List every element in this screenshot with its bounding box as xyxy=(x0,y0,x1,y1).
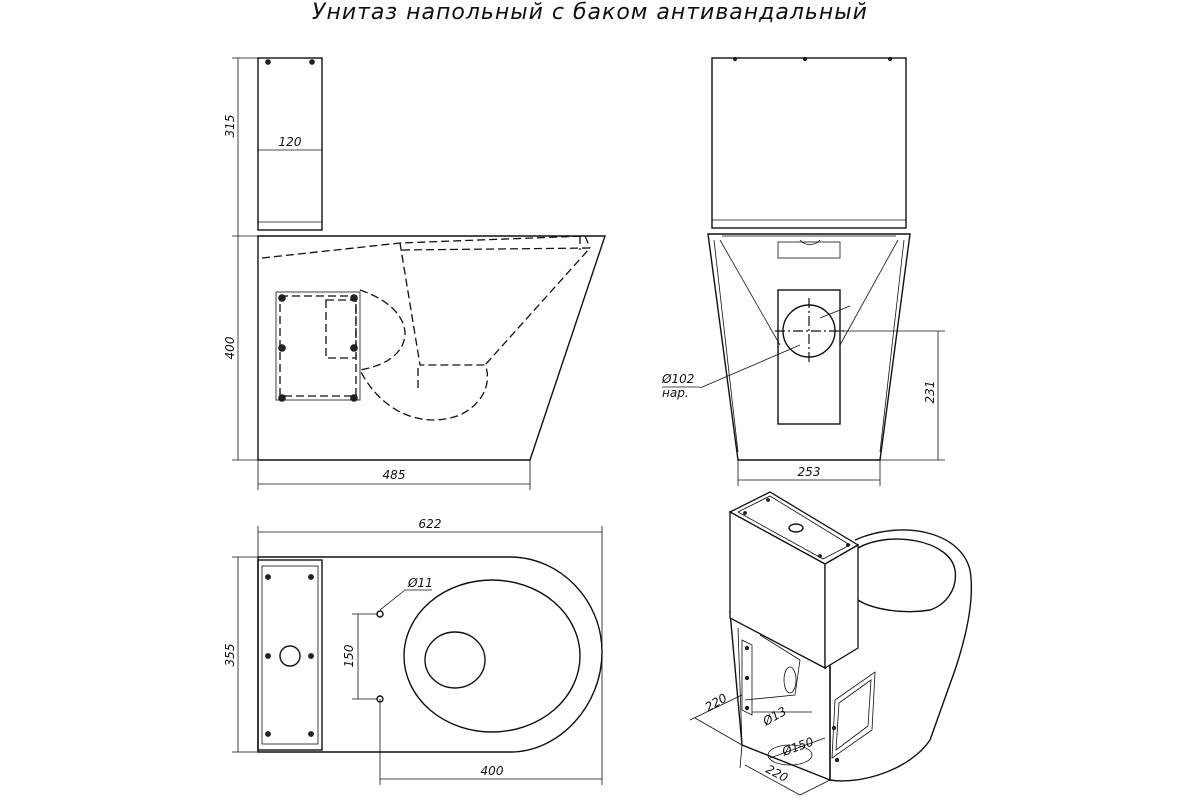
dim-total-width: 355 xyxy=(223,644,237,667)
dim-total-length: 622 xyxy=(419,517,442,531)
dim-outlet-note: нар. xyxy=(662,386,689,400)
dim-bowl-height: 400 xyxy=(223,336,237,359)
side-bowl-body xyxy=(257,235,606,461)
dim-tank-depth: 120 xyxy=(279,135,302,149)
side-tank xyxy=(257,57,323,231)
dim-iso-hole: Ø13 xyxy=(760,704,789,729)
dim-iso-depth-1: 220 xyxy=(703,691,730,715)
isometric-view: 220 220 Ø13 Ø150 xyxy=(689,491,973,796)
top-view: Ø11 150 622 355 400 xyxy=(223,517,603,785)
front-view: Ø102 нар. 231 253 xyxy=(661,56,945,486)
dim-outlet-diameter: Ø102 xyxy=(661,372,694,386)
dim-hole-diameter: Ø11 xyxy=(407,576,433,590)
dim-iso-depth-2: 220 xyxy=(763,762,790,785)
dim-outlet-height: 231 xyxy=(923,381,937,404)
drawing-title: Унитаз напольный с баком антивандальный xyxy=(312,0,868,25)
dim-iso-outlet: Ø150 xyxy=(779,734,815,759)
dim-hole-spacing: 150 xyxy=(342,644,356,667)
dim-front-width: 253 xyxy=(798,465,821,479)
dim-hole-offset: 400 xyxy=(481,764,504,778)
dim-base-length: 485 xyxy=(383,468,406,482)
dim-tank-height: 315 xyxy=(223,115,237,138)
side-view: 315 120 400 485 xyxy=(223,57,606,490)
front-tank xyxy=(711,57,907,229)
